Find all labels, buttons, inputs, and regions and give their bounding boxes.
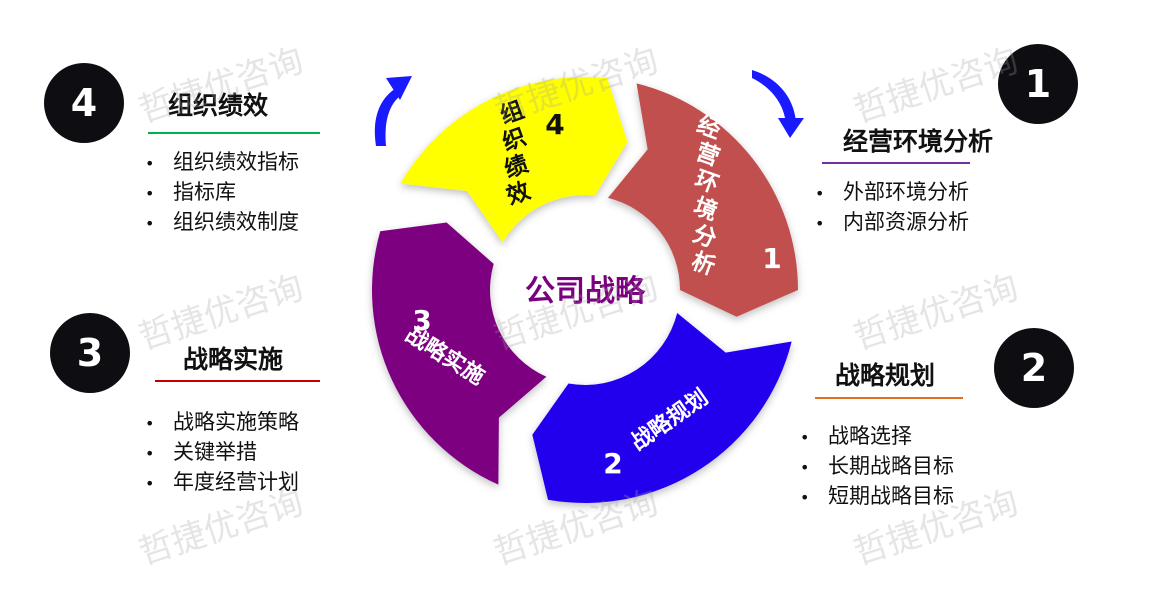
panel-4-title: 组织绩效 bbox=[168, 91, 269, 120]
list-item: 组织绩效制度 bbox=[145, 208, 299, 238]
list-item: 组织绩效指标 bbox=[145, 148, 299, 178]
list-item: 外部环境分析 bbox=[815, 178, 969, 208]
panel-2-divider bbox=[815, 397, 963, 399]
panel-3-list: 战略实施策略 关键举措 年度经营计划 bbox=[145, 408, 299, 498]
list-item: 战略选择 bbox=[800, 422, 954, 452]
cycle-arrow-icon bbox=[374, 76, 412, 146]
cycle-segment-2-number: 2 bbox=[603, 447, 622, 480]
panel-2-title: 战略规划 bbox=[835, 361, 936, 390]
panel-3-title: 战略实施 bbox=[183, 345, 284, 374]
panel-1-list: 外部环境分析 内部资源分析 bbox=[815, 178, 969, 238]
step-badge-3: 3 bbox=[50, 313, 130, 393]
list-item: 长期战略目标 bbox=[800, 452, 954, 482]
list-item: 指标库 bbox=[145, 178, 299, 208]
panel-2-list: 战略选择 长期战略目标 短期战略目标 bbox=[800, 422, 954, 512]
cycle-segment-3-number: 3 bbox=[412, 304, 431, 337]
panel-4-divider bbox=[148, 132, 320, 134]
list-item: 年度经营计划 bbox=[145, 468, 299, 498]
panel-3-divider bbox=[155, 380, 320, 382]
cycle-segment-1-number: 1 bbox=[762, 242, 781, 275]
cycle-segment-4 bbox=[400, 77, 628, 243]
step-badge-1: 1 bbox=[998, 44, 1078, 124]
panel-1-title: 经营环境分析 bbox=[843, 127, 994, 156]
center-title: 公司战略 bbox=[525, 274, 646, 309]
panel-1-divider bbox=[822, 162, 970, 164]
step-badge-2: 2 bbox=[994, 328, 1074, 408]
list-item: 关键举措 bbox=[145, 438, 299, 468]
list-item: 短期战略目标 bbox=[800, 482, 954, 512]
step-badge-4: 4 bbox=[44, 63, 124, 143]
cycle-segment-4-number: 4 bbox=[545, 108, 564, 141]
cycle-segment-1 bbox=[607, 83, 798, 317]
list-item: 内部资源分析 bbox=[815, 208, 969, 238]
panel-4-list: 组织绩效指标 指标库 组织绩效制度 bbox=[145, 148, 299, 238]
cycle-segment-2 bbox=[532, 312, 792, 503]
cycle-arrow-icon bbox=[752, 70, 804, 138]
cycle-segment-3 bbox=[372, 222, 547, 485]
list-item: 战略实施策略 bbox=[145, 408, 299, 438]
